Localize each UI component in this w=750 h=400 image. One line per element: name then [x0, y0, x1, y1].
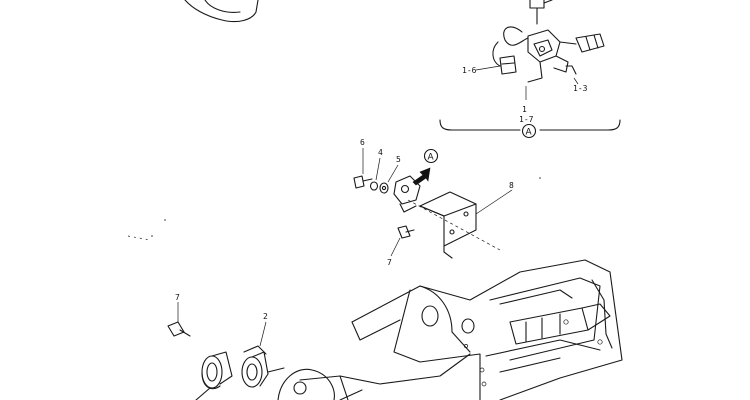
label-8: 8 [509, 181, 514, 190]
label-4: 4 [378, 148, 383, 157]
label-6: 6 [360, 138, 365, 147]
speck [164, 219, 166, 221]
label-detail-a: A [526, 128, 533, 138]
speck [151, 235, 153, 237]
view-a-arrow-icon [412, 167, 431, 186]
label-1-6: 1-6 [462, 66, 477, 75]
label-7-upper: 7 [387, 258, 392, 267]
label-1-3: 1-3 [573, 84, 588, 93]
label-2: 2 [263, 312, 268, 321]
horn-assembly [167, 302, 285, 400]
label-7-lower: 7 [175, 293, 180, 302]
label-1-7: 1-7 [519, 115, 534, 124]
frame-assembly [277, 259, 623, 400]
detail-a-circle [521, 123, 537, 139]
mounting-hardware [127, 148, 513, 259]
label-view-a: A [428, 153, 435, 163]
label-5: 5 [396, 155, 401, 164]
detail-a-switch-assembly [439, 0, 621, 131]
housing-fragment [184, 0, 259, 23]
view-a-circle [423, 148, 439, 164]
label-1: 1 [522, 105, 527, 114]
speck [539, 177, 541, 179]
